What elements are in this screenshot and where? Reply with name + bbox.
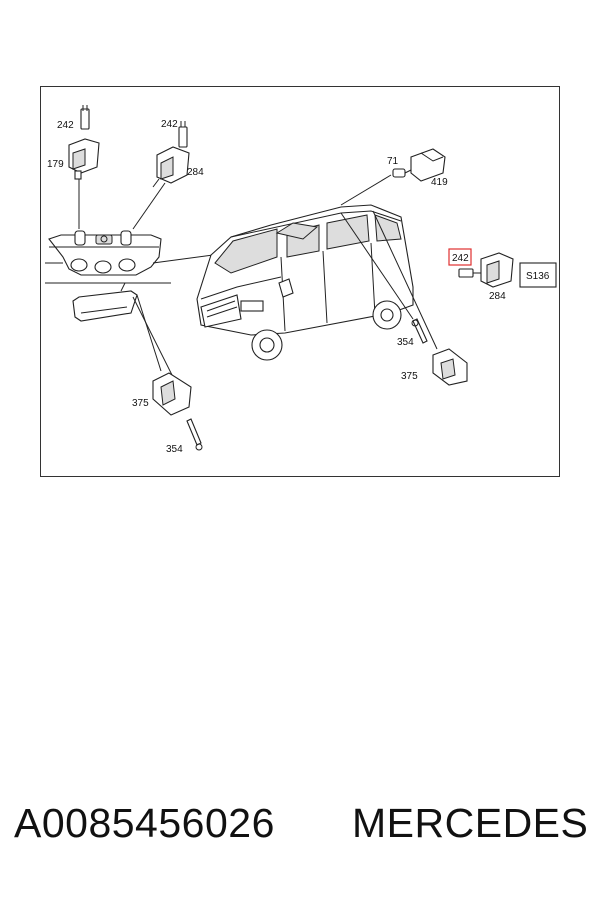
caption: A0085456026 MERCEDES [0, 800, 600, 870]
brand-name: MERCEDES [352, 800, 589, 846]
part-number: A0085456026 [14, 800, 275, 846]
overhead-console [45, 230, 171, 284]
callout-242-b: 242 [161, 119, 178, 130]
part-242-c [458, 268, 481, 278]
part-419 [410, 148, 446, 182]
van-illustration [196, 204, 414, 361]
callout-179: 179 [47, 159, 64, 170]
highlight-box [448, 248, 472, 266]
part-354-b [186, 418, 203, 451]
s136-box [519, 262, 557, 288]
callout-s136: S136 [526, 271, 550, 282]
part-242-a [80, 105, 90, 130]
diagram-drawing: 242 179 242 284 71 419 [45, 105, 557, 455]
part-284-a [152, 146, 190, 188]
part-284-b [480, 252, 514, 288]
callout-71: 71 [387, 156, 399, 167]
callout-419: 419 [431, 177, 448, 188]
part-242-b [178, 121, 188, 148]
callout-375-a: 375 [401, 371, 418, 382]
callout-242-c: 242 [452, 253, 469, 264]
callout-354-a: 354 [397, 337, 414, 348]
part-375-b [152, 372, 192, 416]
parts-diagram: 242 179 242 284 71 419 [40, 86, 560, 477]
callout-284-a: 284 [187, 167, 204, 178]
callout-242-a: 242 [57, 120, 74, 131]
part-354-a [411, 318, 428, 344]
callout-375-b: 375 [132, 398, 149, 409]
callout-284-b: 284 [489, 291, 506, 302]
part-179 [68, 138, 100, 180]
part-71 [392, 168, 414, 178]
part-375-a [432, 348, 468, 386]
callout-354-b: 354 [166, 444, 183, 455]
rear-view-mirror [72, 282, 138, 322]
